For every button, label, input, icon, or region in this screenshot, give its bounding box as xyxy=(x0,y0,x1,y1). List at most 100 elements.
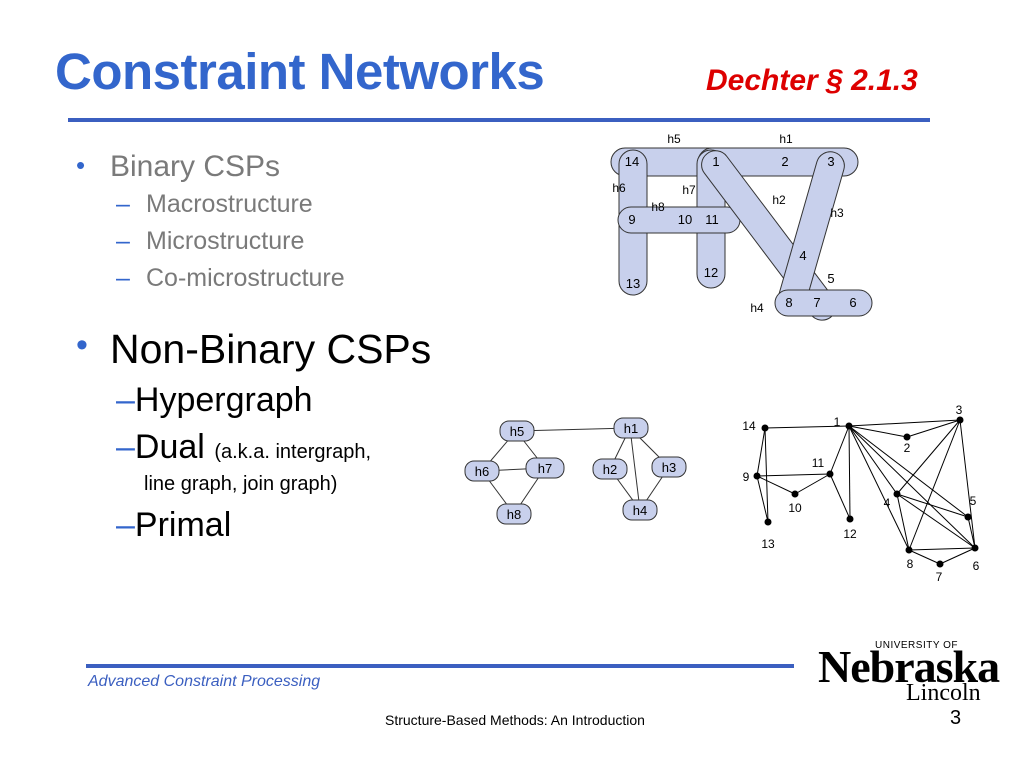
primal-edge xyxy=(908,549,941,565)
primal-node-dot xyxy=(893,490,901,498)
sub-item-primal: Primal xyxy=(134,506,232,544)
footer-lecture-title: Structure-Based Methods: An Introduction xyxy=(385,712,645,728)
primal-edge xyxy=(848,425,898,495)
primal-node-dot xyxy=(826,470,834,478)
primal-label-12: 12 xyxy=(843,527,857,541)
primal-label-7: 7 xyxy=(936,570,943,584)
dual-edge xyxy=(629,427,641,511)
primal-label-14: 14 xyxy=(742,419,756,433)
bullet-nonbinary-label: Non-Binary CSPs xyxy=(110,326,432,372)
primal-label-5: 5 xyxy=(970,494,977,508)
hg-node-9: 9 xyxy=(628,212,635,227)
primal-node-dot xyxy=(956,416,964,424)
hg-label-h7: h7 xyxy=(682,183,696,197)
hg-node-3: 3 xyxy=(827,154,834,169)
footer-divider xyxy=(86,664,794,668)
primal-edge xyxy=(908,547,976,551)
primal-node-dot xyxy=(764,518,772,526)
hg-node-8: 8 xyxy=(785,295,792,310)
primal-edge xyxy=(939,547,976,565)
dual-node-h1-shape xyxy=(613,417,649,439)
hg-node-12: 12 xyxy=(704,265,718,280)
sub-item-hypergraph: Hypergraph xyxy=(134,381,313,419)
primal-edge xyxy=(764,427,769,523)
primal-edge xyxy=(896,493,969,518)
primal-node-dot xyxy=(845,422,853,430)
primal-label-3: 3 xyxy=(956,403,963,417)
hg-label-h5: h5 xyxy=(667,132,681,146)
dual-node-h7-shape xyxy=(525,457,565,479)
primal-node-dot xyxy=(905,546,913,554)
primal-edge xyxy=(848,425,910,551)
footer-course-name: Advanced Constraint Processing xyxy=(88,673,321,690)
university-logo-campus: Lincoln xyxy=(906,680,981,706)
primal-edge xyxy=(967,516,976,549)
primal-label-1: 1 xyxy=(834,415,841,429)
primal-edge xyxy=(756,475,769,523)
primal-label-8: 8 xyxy=(907,557,914,571)
hg-node-2: 2 xyxy=(781,154,788,169)
dual-node-h4-shape xyxy=(622,499,658,521)
dual-node-h6-shape xyxy=(464,460,500,482)
primal-edge xyxy=(848,425,851,520)
primal-edge xyxy=(896,493,910,551)
university-logo-name: Nebraska xyxy=(818,641,1000,692)
primal-node-dot xyxy=(936,560,944,568)
hg-node-14: 14 xyxy=(625,154,639,169)
dual-edge xyxy=(515,427,631,432)
primal-edge xyxy=(848,425,969,518)
dual-node-h7: h7 xyxy=(538,461,552,476)
primal-label-9: 9 xyxy=(743,470,750,484)
hg-node-4: 4 xyxy=(799,248,806,263)
dual-node-h2: h2 xyxy=(603,462,617,477)
primal-node-dot xyxy=(846,515,854,523)
page-number: 3 xyxy=(950,707,962,729)
bullet-binary-csps: •Binary CSPs –Macrostructure –Microstruc… xyxy=(76,150,345,292)
dual-node-h1: h1 xyxy=(624,421,638,436)
hg-label-h1: h1 xyxy=(779,132,793,146)
sub-item-macrostructure: Macrostructure xyxy=(146,190,313,218)
dual-node-h5: h5 xyxy=(510,424,524,439)
bullet-dot-icon: • xyxy=(76,150,86,180)
dual-node-h3: h3 xyxy=(662,460,676,475)
primal-node-dot xyxy=(753,472,761,480)
hg-label-h2: h2 xyxy=(772,193,786,207)
dual-node-h4: h4 xyxy=(633,503,647,518)
hg-label-h8: h8 xyxy=(651,200,665,214)
primal-edge xyxy=(848,425,908,438)
dual-note-line1: (a.k.a. intergraph, xyxy=(214,441,372,463)
primal-edge xyxy=(848,425,976,549)
dual-node-h3-shape xyxy=(651,456,687,478)
primal-edge xyxy=(848,419,961,427)
hg-node-11: 11 xyxy=(705,212,719,227)
primal-node-dot xyxy=(903,433,911,441)
primal-edge xyxy=(829,425,850,475)
primal-edge xyxy=(756,475,796,495)
sub-item-dual: Dual xyxy=(134,428,205,466)
title-divider xyxy=(68,118,930,122)
primal-edge xyxy=(794,473,831,495)
primal-edge xyxy=(764,425,850,429)
bullet-dot-icon: • xyxy=(76,326,88,364)
primal-edge xyxy=(906,419,961,438)
sub-item-microstructure: Microstructure xyxy=(146,227,305,255)
hg-node-13: 13 xyxy=(626,276,640,291)
hyperedge-h4-shape xyxy=(774,289,873,317)
dual-node-h8: h8 xyxy=(507,507,521,522)
slide-title: Constraint Networks xyxy=(55,43,545,100)
hg-label-h6: h6 xyxy=(612,181,626,195)
primal-node-dot xyxy=(761,424,769,432)
sub-item-co-microstructure: Co-microstructure xyxy=(146,264,345,292)
primal-edge xyxy=(756,427,766,477)
bullet-binary-label: Binary CSPs xyxy=(110,150,281,183)
primal-label-2: 2 xyxy=(904,441,911,455)
primal-node-dot xyxy=(971,544,979,552)
primal-label-10: 10 xyxy=(788,501,802,515)
primal-label-11: 11 xyxy=(812,456,825,470)
hg-node-1: 1 xyxy=(712,154,719,169)
hg-label-h4: h4 xyxy=(750,301,764,315)
dual-node-h6: h6 xyxy=(475,464,489,479)
